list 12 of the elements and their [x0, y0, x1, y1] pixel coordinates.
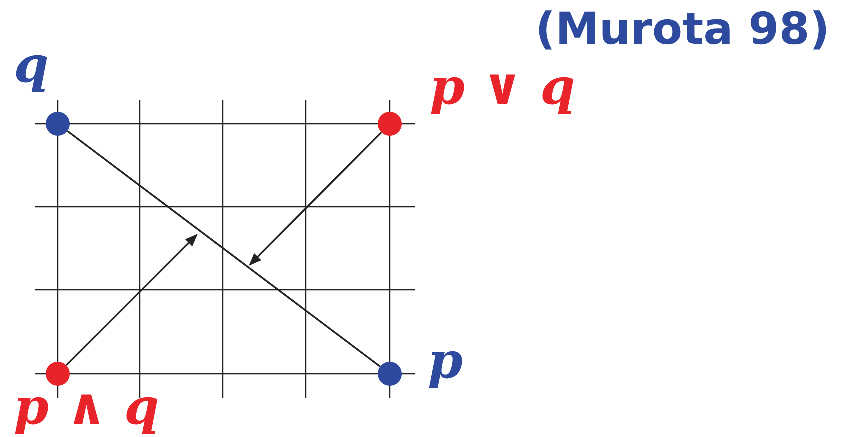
point-dot [378, 362, 402, 386]
point-dot [46, 362, 70, 386]
arrow [249, 132, 382, 266]
arrow [66, 234, 198, 366]
line [67, 130, 381, 368]
point-label: p ∧ q [14, 382, 160, 432]
point-label: q [14, 40, 49, 90]
point-label: p [428, 336, 463, 386]
citation-label: (Murota 98) [535, 8, 830, 52]
point-dot [46, 112, 70, 136]
point-dot [378, 112, 402, 136]
point-label: p ∨ q [430, 62, 576, 112]
